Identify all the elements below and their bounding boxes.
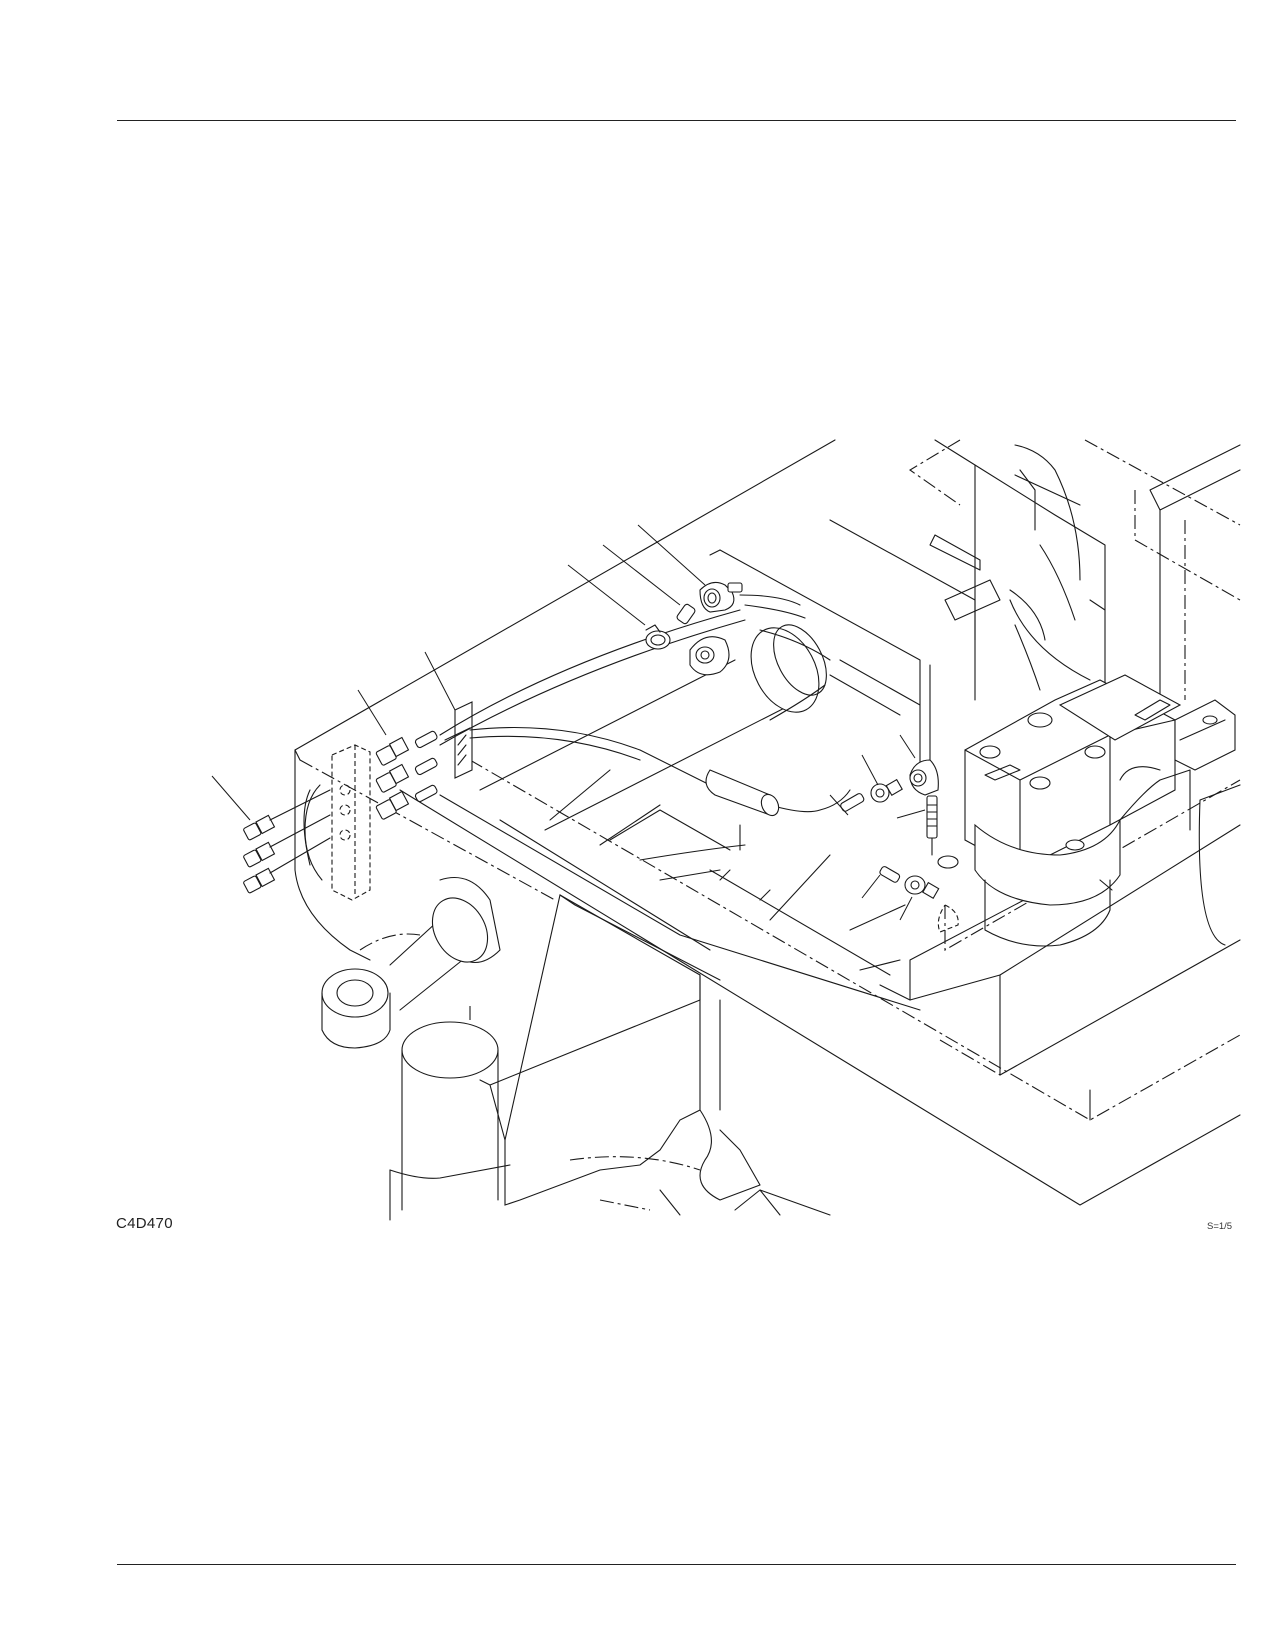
hydraulic-cylinder bbox=[479, 624, 921, 846]
scale-note: S=1/5 bbox=[1207, 1221, 1233, 1232]
valve-body bbox=[964, 674, 1236, 947]
top-rule bbox=[117, 120, 1236, 121]
right-fittings bbox=[840, 759, 959, 933]
bottom-rule bbox=[117, 1564, 1236, 1565]
frame-outline bbox=[294, 439, 1241, 1206]
lower-housing bbox=[389, 894, 831, 1221]
upper-structure bbox=[709, 439, 1241, 781]
upper-fittings bbox=[645, 581, 743, 676]
figure-id: C4D470 bbox=[116, 1215, 173, 1232]
connector-block bbox=[303, 744, 371, 901]
union-fittings-left bbox=[243, 730, 438, 894]
hose-lines bbox=[439, 594, 851, 813]
protective-sleeve bbox=[705, 769, 780, 817]
cross-member bbox=[439, 794, 921, 1011]
leader-lines bbox=[211, 524, 926, 921]
axle-pin bbox=[321, 876, 501, 1049]
